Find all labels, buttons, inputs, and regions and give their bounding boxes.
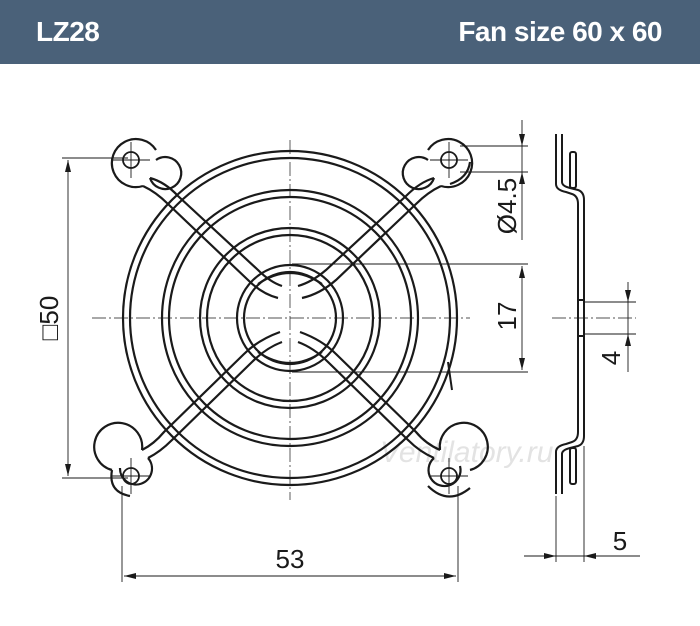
watermark-text: Ventilatory.ru <box>380 436 554 469</box>
model-code: LZ28 <box>36 16 100 47</box>
dimension-lines <box>62 120 528 582</box>
front-view <box>92 137 489 500</box>
dim-center-ring: 17 <box>492 302 522 331</box>
ring-notch <box>447 361 453 391</box>
dim-hole-diameter: Ø4.5 <box>492 178 522 234</box>
cross-struts <box>141 176 442 460</box>
dim-thickness: 5 <box>613 526 627 556</box>
dim-side-offset: 4 <box>596 351 626 365</box>
header-bar: LZ28 Fan size 60 x 60 <box>0 0 700 64</box>
dim-hole-spacing: □50 <box>34 296 64 341</box>
fan-size-title: Fan size 60 x 60 <box>458 16 662 47</box>
center-lines <box>92 140 470 500</box>
side-view <box>524 134 640 562</box>
dim-overall-width: 53 <box>276 544 305 574</box>
technical-drawing: Ventilatory.ru <box>34 120 640 582</box>
